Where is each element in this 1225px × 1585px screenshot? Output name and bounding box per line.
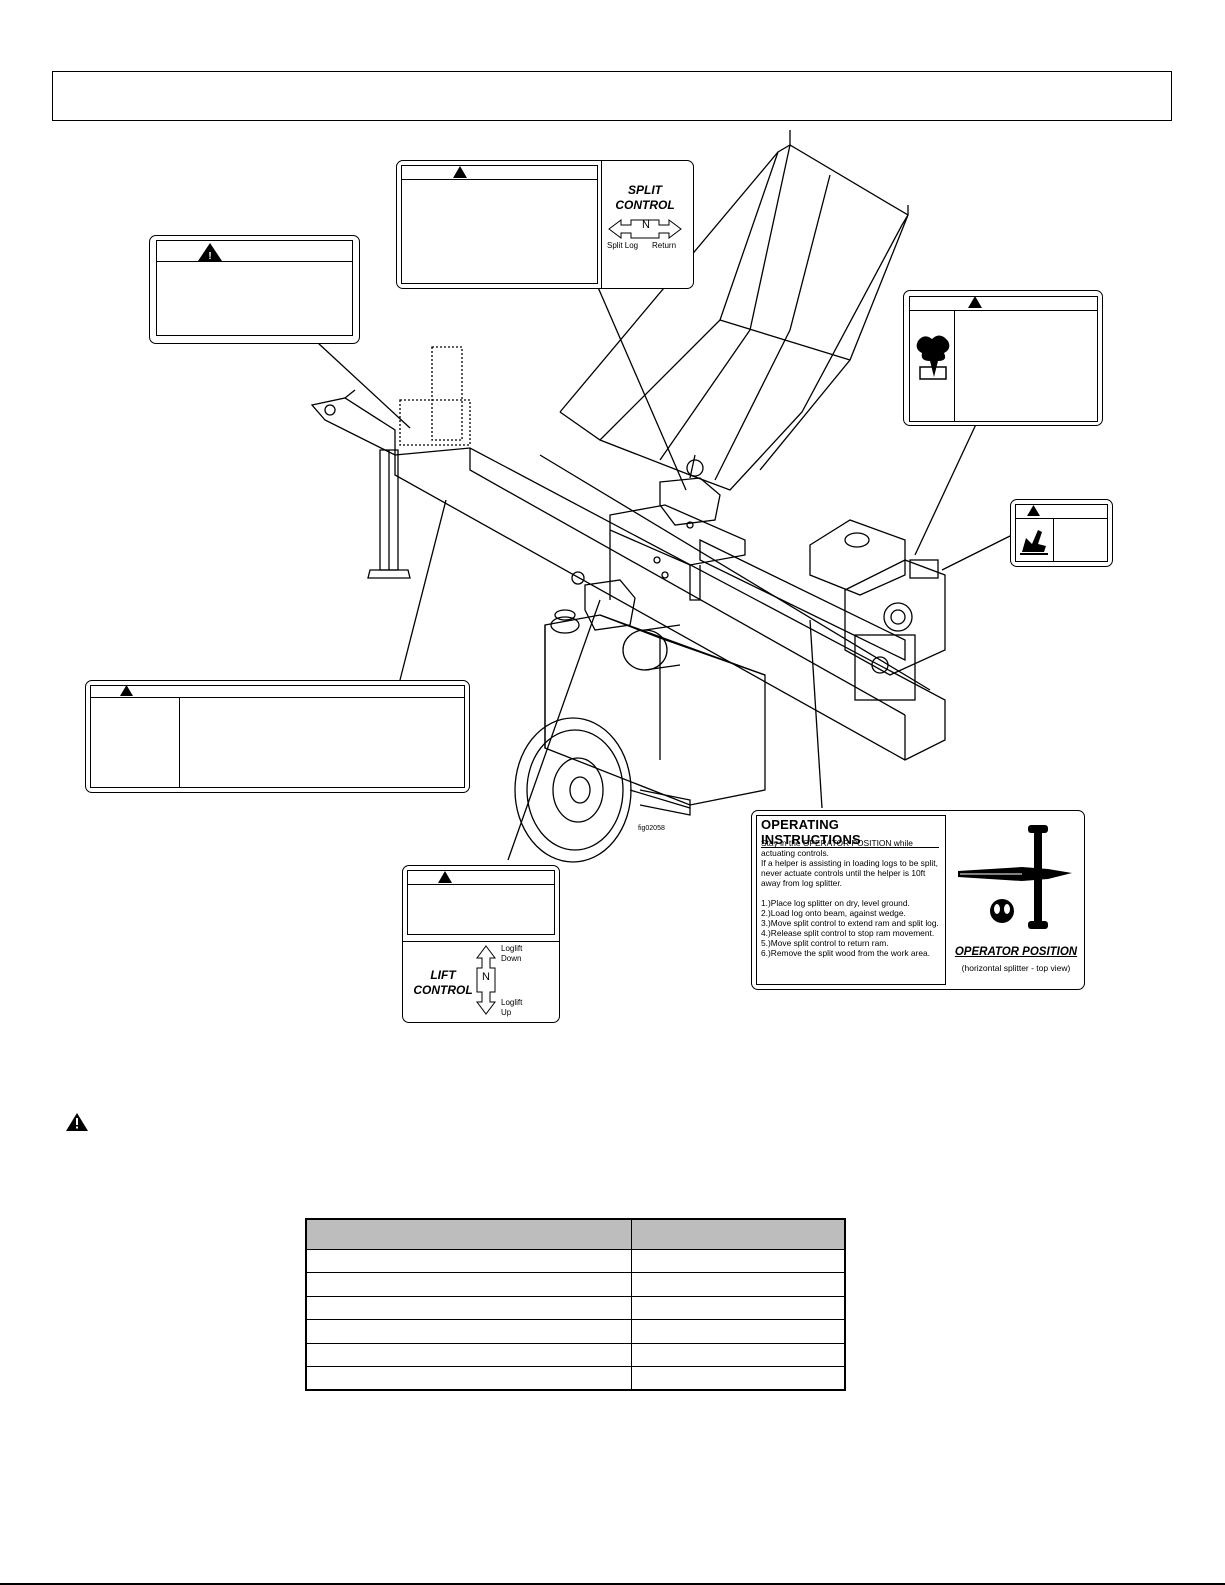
leader-line xyxy=(507,599,601,861)
split-log-label: Split Log xyxy=(607,241,639,250)
operator-position-title: OPERATOR POSITION xyxy=(954,946,1078,958)
operator-position-diagram-icon xyxy=(958,825,1072,929)
table-cell xyxy=(305,1342,632,1367)
split-control-decal: SPLIT CONTROL N Split Log Return xyxy=(396,160,694,289)
warning-decal-operation xyxy=(85,680,470,793)
engine-block xyxy=(844,559,946,676)
crush-hazard-icon xyxy=(916,335,950,380)
instruction-intro: Stay in the OPERATOR POSITION while actu… xyxy=(761,838,913,858)
warning-decal-moving-parts xyxy=(903,290,1103,426)
table-cell xyxy=(630,1342,846,1367)
table-cell xyxy=(630,1272,846,1297)
warning-triangle-icon xyxy=(968,296,982,308)
operating-instructions-title: OPERATING INSTRUCTIONS xyxy=(761,817,939,848)
instruction-step: 3.)Move split control to extend ram and … xyxy=(761,918,939,928)
leader-line xyxy=(399,499,447,681)
split-control-title2: CONTROL xyxy=(615,198,675,212)
return-label: Return xyxy=(652,241,677,250)
warning-decal-hitch: ! xyxy=(149,235,360,344)
instructions-panel xyxy=(756,815,946,985)
lift-control-title: LIFT xyxy=(430,968,456,982)
instruction-step: 1.)Place log splitter on dry, level grou… xyxy=(761,898,910,908)
warning-triangle-icon xyxy=(120,685,133,696)
split-neutral-mark: N xyxy=(642,219,650,231)
warning-triangle-icon xyxy=(453,166,467,178)
warning-triangle-icon xyxy=(438,871,452,883)
split-warning-panel xyxy=(401,165,598,284)
table-cell xyxy=(305,1295,632,1320)
lift-valve xyxy=(584,579,636,631)
table-header-cell xyxy=(630,1218,846,1250)
instruction-step: 6.)Remove the split wood from the work a… xyxy=(761,948,930,958)
warning-decal-border xyxy=(90,685,465,788)
table-row xyxy=(305,1342,846,1367)
split-control-title: SPLIT xyxy=(627,183,662,197)
table-row xyxy=(305,1248,846,1273)
engine-fuel-tank xyxy=(809,519,906,596)
warning-triangle-icon xyxy=(66,1113,88,1131)
hitch xyxy=(310,397,396,457)
page-bottom-rule xyxy=(0,1583,1225,1585)
table-cell xyxy=(630,1319,846,1344)
warning-triangle-icon: ! xyxy=(198,243,222,262)
table-header-cell xyxy=(305,1218,632,1250)
hydraulic-cylinder xyxy=(699,538,906,662)
ram-plate xyxy=(609,504,746,566)
table-cell xyxy=(630,1248,846,1273)
lift-neutral-mark: N xyxy=(482,971,490,983)
lift-warning-panel xyxy=(407,870,555,935)
leader-line xyxy=(596,284,687,491)
split-valve xyxy=(659,477,721,526)
table-cell xyxy=(305,1366,632,1391)
table-cell xyxy=(630,1295,846,1320)
figure-id: fig02058 xyxy=(638,825,665,832)
table-cell xyxy=(305,1319,632,1344)
table-cell xyxy=(305,1272,632,1297)
leader-line xyxy=(914,419,979,556)
page-header-box xyxy=(52,71,1172,121)
table-header-row xyxy=(305,1218,846,1250)
split-direction-arrow-icon xyxy=(608,219,682,239)
decal-parts-table xyxy=(305,1218,846,1391)
instruction-step: 2.)Load log onto beam, against wedge. xyxy=(761,908,906,918)
table-cell xyxy=(630,1366,846,1391)
warning-decal-border xyxy=(909,296,1098,422)
loglift-down-label: Loglift xyxy=(501,944,523,953)
loglift-up-label: Loglift xyxy=(501,998,523,1007)
warning-decal-border xyxy=(1015,504,1108,562)
table-row xyxy=(305,1272,846,1297)
leader-line xyxy=(941,534,1013,571)
operator-position-caption: (horizontal splitter - top view) xyxy=(961,963,1071,973)
warning-mark: ! xyxy=(208,251,211,262)
instruction-step: 5.)Move split control to return ram. xyxy=(761,938,889,948)
table-cell xyxy=(305,1248,632,1273)
table-row xyxy=(305,1319,846,1344)
table-row xyxy=(305,1366,846,1391)
warning-triangle-icon xyxy=(1027,505,1040,516)
log-splitter-illustration: fig02058 xyxy=(310,130,1013,863)
operating-instructions-decal: OPERATING INSTRUCTIONS Stay in the OPERA… xyxy=(751,810,1085,990)
lift-direction-arrow-icon xyxy=(476,945,496,1015)
table-row xyxy=(305,1295,846,1320)
warning-decal-hot-surface xyxy=(1010,499,1113,567)
loglift-down-label2: Down xyxy=(501,954,522,963)
hydraulic-tank xyxy=(544,614,766,806)
instruction-intro: If a helper is assisting in loading logs… xyxy=(761,858,938,888)
warning-decal-border xyxy=(156,240,353,336)
main-beam xyxy=(394,447,946,761)
hand-burn-icon xyxy=(1020,530,1048,555)
leader-line xyxy=(317,342,411,429)
leader-line xyxy=(809,619,823,809)
operating-instructions-body: Stay in the OPERATOR POSITION while actu… xyxy=(761,838,946,958)
instruction-step: 4.)Release split control to stop ram mov… xyxy=(761,928,935,938)
log-tray xyxy=(559,144,909,491)
loglift-up-label2: Up xyxy=(501,1008,512,1017)
lift-control-title2: CONTROL xyxy=(413,983,473,997)
lift-control-decal: LIFT CONTROL N Loglift Down Loglift Up xyxy=(402,865,560,1023)
